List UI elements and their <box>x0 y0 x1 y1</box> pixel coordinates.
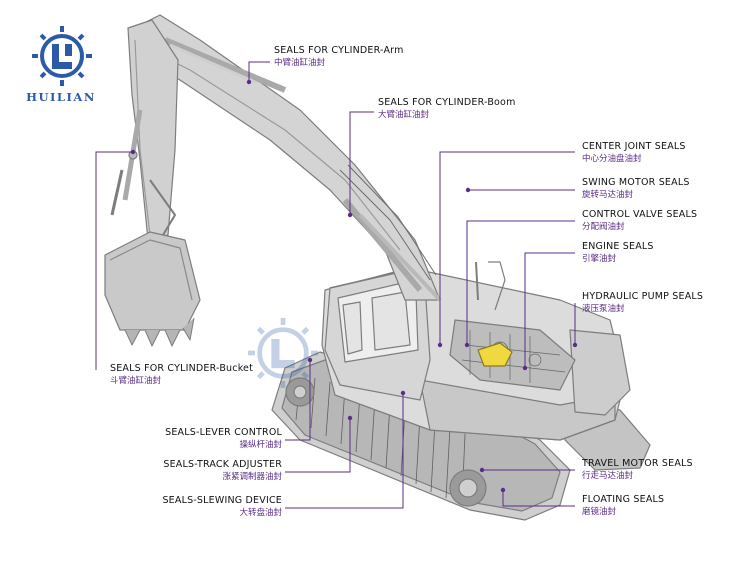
callout-floating-en: FLOATING SEALS <box>582 494 665 505</box>
leader-slewing <box>285 393 404 509</box>
callout-swing-en: SWING MOTOR SEALS <box>582 177 690 188</box>
callout-slewing-en: SEALS-SLEWING DEVICE <box>162 495 282 506</box>
callout-engine-en: ENGINE SEALS <box>582 241 654 252</box>
callout-floating: FLOATING SEALS 磨镜油封 <box>582 495 664 516</box>
huilian-logo <box>32 26 92 86</box>
callout-lever-en: SEALS-LEVER CONTROL <box>165 427 282 438</box>
boom <box>129 14 442 302</box>
callout-control: CONTROL VALVE SEALS 分配阀油封 <box>582 210 697 231</box>
callout-center-cn: 中心分油盘油封 <box>582 153 642 164</box>
callout-pump-cn: 液压泵油封 <box>582 303 625 314</box>
callout-lever: SEALS-LEVER CONTROL 操纵杆油封 <box>130 428 282 449</box>
arm <box>110 19 179 241</box>
leader-arm <box>248 61 270 82</box>
leader-bucket <box>95 151 133 370</box>
callout-center-en: CENTER JOINT SEALS <box>582 141 686 152</box>
callout-engine: ENGINE SEALS 引擎油封 <box>582 242 654 263</box>
callout-pump-en: HYDRAULIC PUMP SEALS <box>582 291 704 302</box>
operator-cab <box>324 271 431 401</box>
callout-slewing: SEALS-SLEWING DEVICE 大转盘油封 <box>130 496 282 517</box>
callout-travel-cn: 行走马达油封 <box>582 470 634 481</box>
callout-engine-cn: 引擎油封 <box>582 253 617 264</box>
callout-bucket: SEALS FOR CYLINDER-Bucket 斗臂油缸油封 <box>110 364 253 385</box>
leader-boom <box>349 111 374 215</box>
callout-boom-en: SEALS FOR CYLINDER-Boom <box>378 97 516 108</box>
callout-travel-en: TRAVEL MOTOR SEALS <box>582 458 693 469</box>
callout-arm: SEALS FOR CYLINDER-Arm 中臂油缸油封 <box>274 46 404 67</box>
callout-arm-en: SEALS FOR CYLINDER-Arm <box>274 45 404 56</box>
brand-name: HUILIAN <box>26 90 96 104</box>
callout-floating-cn: 磨镜油封 <box>582 506 617 517</box>
leader-floating <box>502 490 575 507</box>
callout-arm-cn: 中臂油缸油封 <box>274 57 326 68</box>
watermark-logo <box>248 318 318 388</box>
callout-swing: SWING MOTOR SEALS 旋转马达油封 <box>582 178 690 199</box>
callout-bucket-en: SEALS FOR CYLINDER-Bucket <box>110 363 254 374</box>
callout-slewing-cn: 大转盘油封 <box>239 507 282 518</box>
callout-swing-cn: 旋转马达油封 <box>582 189 634 200</box>
callout-lever-cn: 操纵杆油封 <box>239 439 282 450</box>
callout-control-en: CONTROL VALVE SEALS <box>582 209 698 220</box>
callout-center: CENTER JOINT SEALS 中心分油盘油封 <box>582 142 686 163</box>
callout-track-en: SEALS-TRACK ADJUSTER <box>163 459 282 470</box>
callout-pump: HYDRAULIC PUMP SEALS 液压泵油封 <box>582 292 703 313</box>
bucket <box>104 231 201 347</box>
callout-travel: TRAVEL MOTOR SEALS 行走马达油封 <box>582 459 693 480</box>
leader-control <box>466 220 575 345</box>
leader-track <box>285 418 351 473</box>
leader-lever <box>285 360 311 441</box>
callout-control-cn: 分配阀油封 <box>582 221 625 232</box>
callout-boom-cn: 大臂油缸油封 <box>378 109 430 120</box>
callout-boom: SEALS FOR CYLINDER-Boom 大臂油缸油封 <box>378 98 516 119</box>
callout-track: SEALS-TRACK ADJUSTER 涨紧调制器油封 <box>130 460 282 481</box>
callout-bucket-cn: 斗臂油缸油封 <box>110 375 162 386</box>
leader-engine <box>524 252 575 368</box>
leader-center <box>439 151 575 345</box>
callout-track-cn: 涨紧调制器油封 <box>222 471 282 482</box>
